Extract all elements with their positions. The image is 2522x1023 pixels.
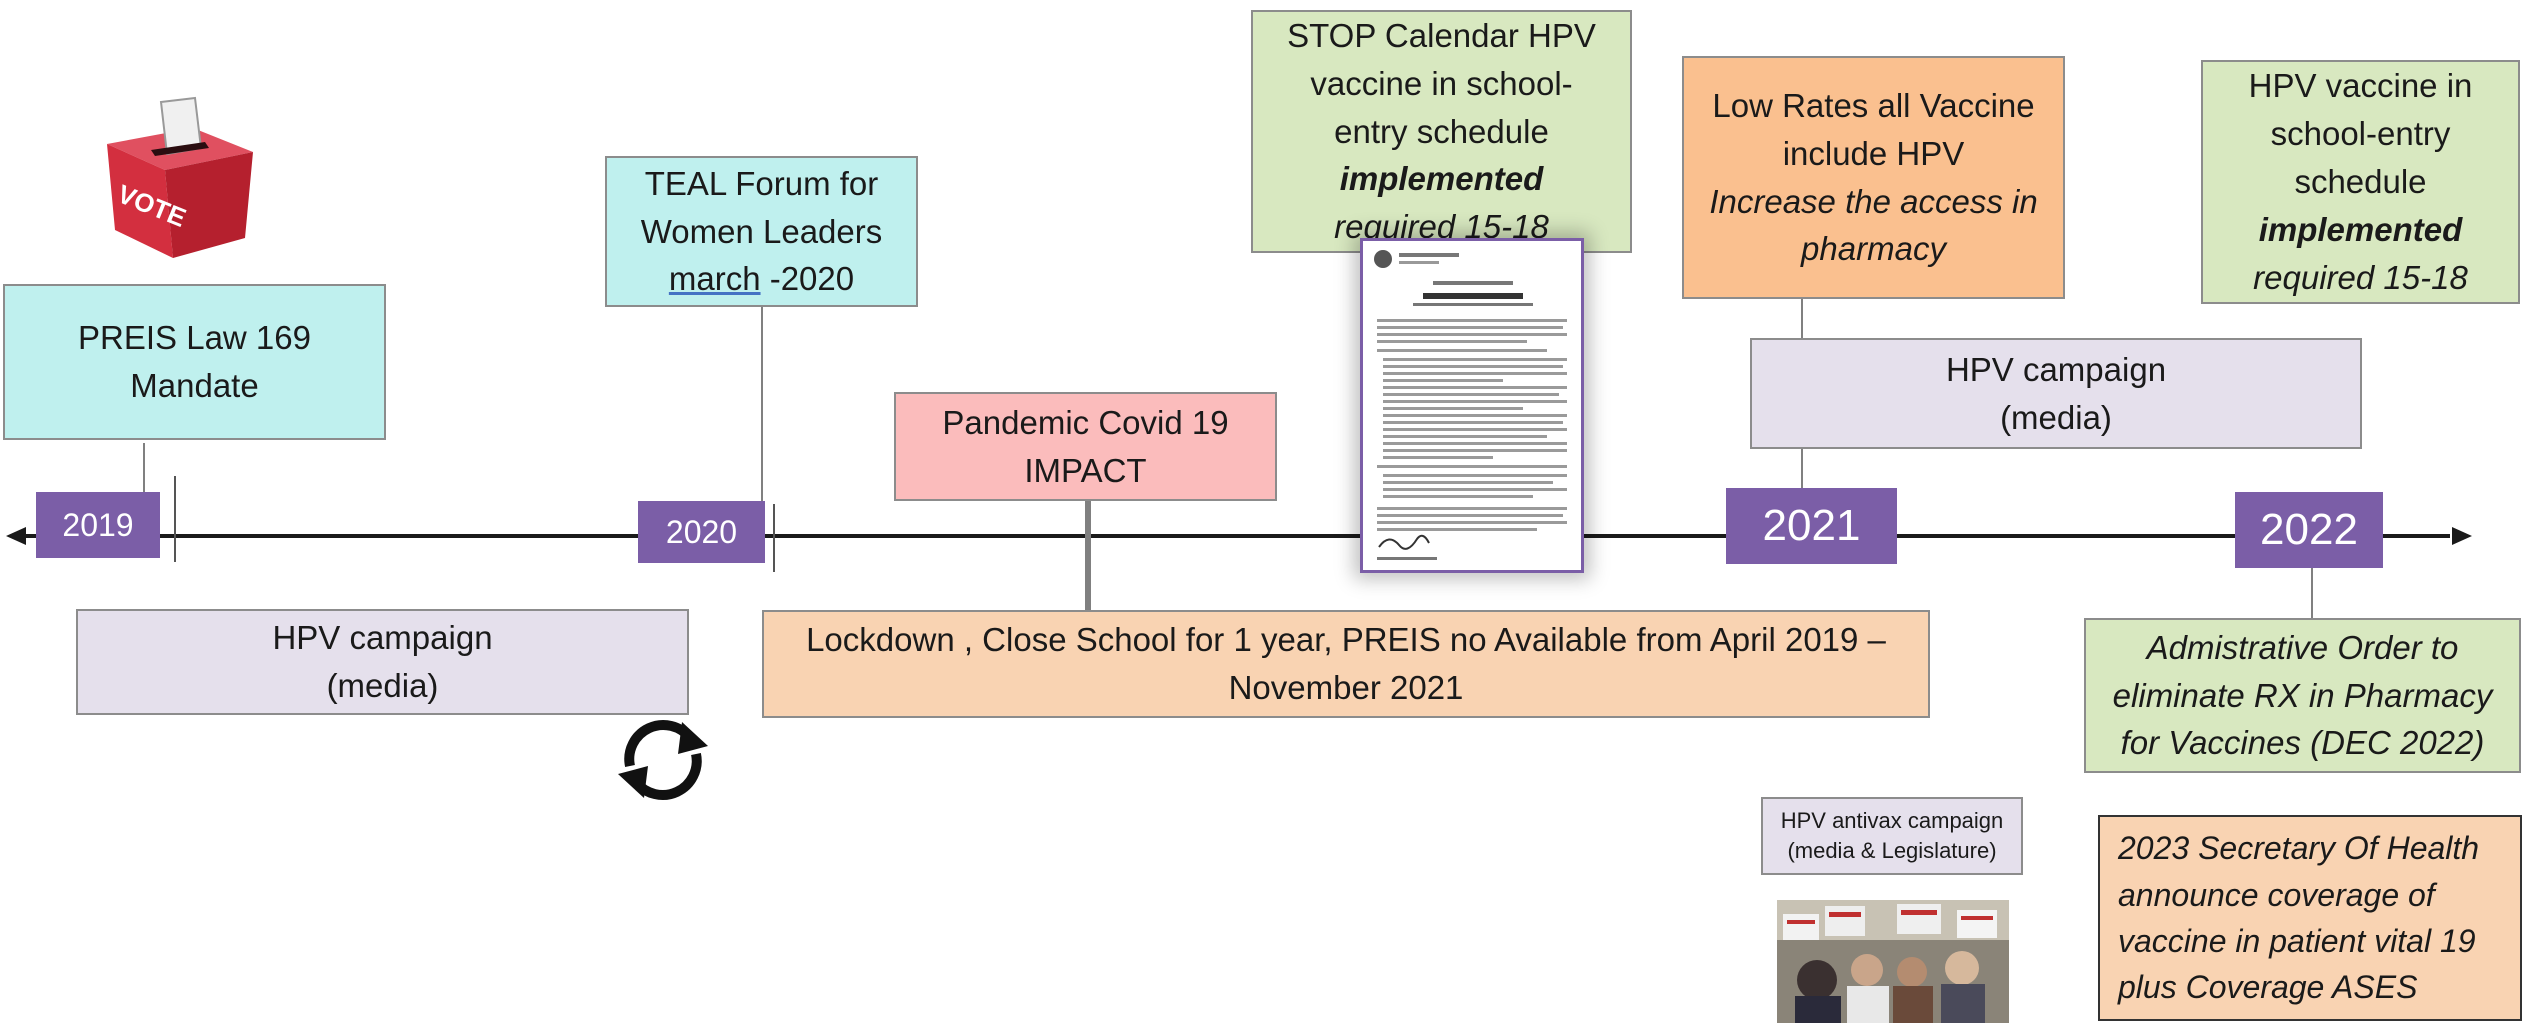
protest-photo-art [1777, 900, 2009, 1023]
event-low-rates-line1: Low Rates all Vaccine [1712, 86, 2035, 124]
event-low-rates-line4: pharmacy [1801, 230, 1946, 268]
event-teal-line3: march -2020 [669, 255, 854, 303]
connector-teal [761, 306, 763, 524]
tick-2019 [174, 476, 176, 562]
connector-low-rates [1801, 299, 1803, 339]
event-stop-line2: vaccine in school- [1310, 64, 1573, 102]
protest-photo [1777, 900, 2009, 1023]
event-preis-law-line2: Mandate [130, 367, 259, 404]
year-badge-2022: 2022 [2235, 492, 2383, 568]
event-secretary-line1: 2023 Secretary Of Health [2118, 830, 2480, 867]
event-hpv-campaign-2019-line2: (media) [326, 667, 439, 704]
event-low-rates-line2: include HPV [1782, 134, 1965, 172]
event-pandemic-line2: IMPACT [1024, 451, 1147, 489]
event-hpv-school-entry-2022: HPV vaccine in school-entry schedule imp… [2201, 60, 2520, 304]
event-secretary-line4: plus Coverage ASES [2118, 969, 2418, 1006]
event-hpv-campaign-2019-line1: HPV campaign [272, 619, 493, 657]
vote-ballot-box-icon: VOTE [107, 96, 253, 258]
event-antivax-line2: (media & Legislature) [1787, 838, 1997, 863]
year-badge-2021: 2021 [1726, 488, 1897, 564]
event-stop-implemented: implemented [1339, 160, 1544, 198]
event-low-rates-line3: Increase the access in [1709, 182, 2038, 220]
event-stop-line1: STOP Calendar HPV [1287, 16, 1596, 54]
document-thumbnail [1360, 238, 1584, 573]
event-teal-year: -2020 [760, 260, 855, 298]
event-secretary-line2: announce coverage of [2118, 876, 2435, 913]
year-badge-2019: 2019 [36, 492, 160, 558]
event-antivax-line1: HPV antivax campaign [1780, 808, 2004, 834]
event-secretary-health-2023: 2023 Secretary Of Health announce covera… [2098, 815, 2522, 1021]
event-hpv-antivax: HPV antivax campaign (media & Legislatur… [1761, 797, 2023, 875]
event-hpv-campaign-2021-line1: HPV campaign [1945, 350, 2167, 388]
event-stop-calendar-2020: STOP Calendar HPV vaccine in school- ent… [1251, 10, 1632, 253]
event-preis-law-169: PREIS Law 169 Mandate [3, 284, 386, 440]
event-pandemic-line1: Pandemic Covid 19 [942, 403, 1229, 441]
timeline-axis [6, 527, 2472, 545]
event-low-rates-vaccine: Low Rates all Vaccine include HPV Increa… [1682, 56, 2065, 299]
event-teal-month: march [668, 260, 761, 298]
event-hpv-campaign-2021: HPV campaign (media) [1750, 338, 2362, 449]
tick-2020 [773, 504, 775, 572]
event-admin-order-line1: Admistrative Order to [2146, 628, 2459, 666]
document-page-lines [1374, 250, 1567, 560]
event-preis-law-line1: PREIS Law 169 [78, 319, 311, 357]
event-teal-line1: TEAL Forum for [644, 164, 879, 202]
event-teal-line2: Women Leaders [640, 212, 883, 250]
event-lockdown-line2: November 2021 [1228, 669, 1464, 706]
event-lockdown: Lockdown , Close School for 1 year, PREI… [762, 610, 1930, 718]
event-hpv-school-line1: HPV vaccine in [2248, 67, 2473, 105]
event-hpv-school-line2: school-entry [2270, 115, 2451, 153]
event-hpv-school-required: required 15-18 [2253, 258, 2468, 296]
event-hpv-school-line3: schedule [2294, 163, 2427, 201]
event-hpv-school-implemented: implemented [2258, 210, 2463, 248]
connector-admin-order [2311, 568, 2313, 648]
event-admin-order-line2: eliminate RX in Pharmacy [2112, 676, 2493, 714]
event-stop-line3: entry schedule [1334, 112, 1549, 150]
connector-campaign-2021 [1801, 449, 1803, 489]
event-teal-forum: TEAL Forum for Women Leaders march -2020 [605, 156, 918, 307]
event-admin-order: Admistrative Order to eliminate RX in Ph… [2084, 618, 2521, 773]
connector-pandemic [1085, 500, 1091, 615]
event-hpv-campaign-2019: HPV campaign (media) [76, 609, 689, 715]
event-pandemic-covid19: Pandemic Covid 19 IMPACT [894, 392, 1277, 501]
refresh-cycle-icon [618, 720, 708, 800]
event-lockdown-line1: Lockdown , Close School for 1 year, PREI… [806, 621, 1886, 659]
event-admin-order-line3: for Vaccines (DEC 2022) [2120, 724, 2485, 762]
event-secretary-line3: vaccine in patient vital 19 [2118, 923, 2476, 959]
year-badge-2020: 2020 [638, 501, 765, 563]
event-hpv-campaign-2021-line2: (media) [2000, 398, 2112, 436]
connector-preis [143, 443, 145, 513]
